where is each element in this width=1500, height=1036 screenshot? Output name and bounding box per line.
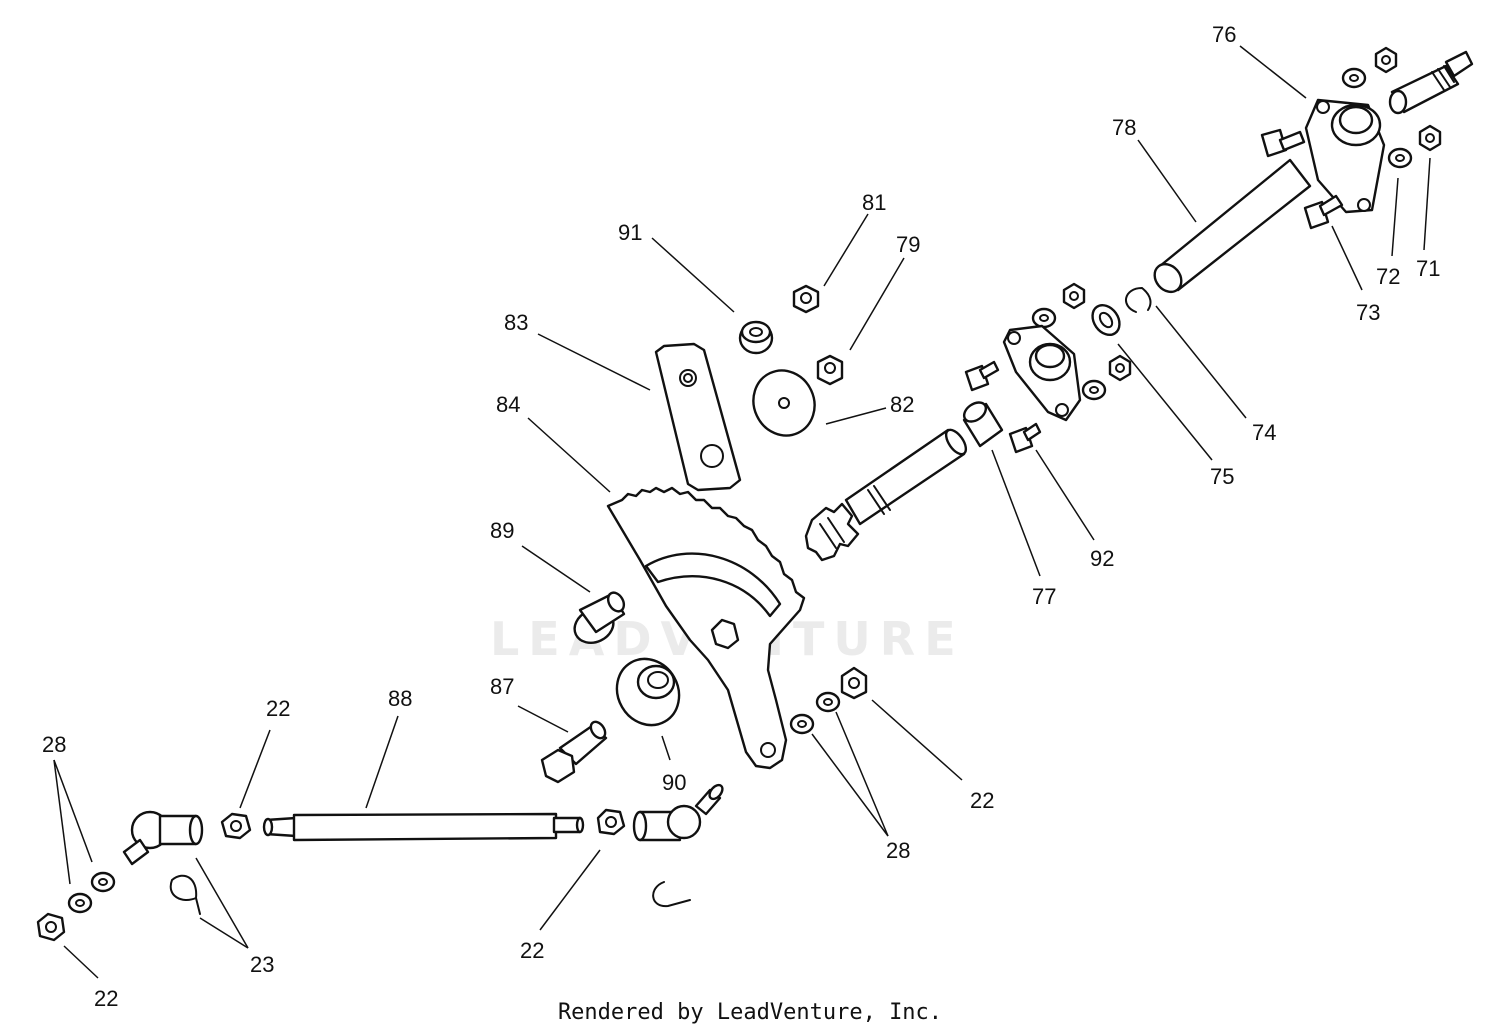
part-87-bolt xyxy=(540,720,608,784)
label-74: 74 xyxy=(1252,420,1276,445)
flange-nut-top xyxy=(1062,282,1086,310)
label-92: 92 xyxy=(1090,546,1114,571)
label-22-bottom-left: 22 xyxy=(94,986,118,1011)
right-clip-23 xyxy=(652,881,691,908)
part-71-nut xyxy=(1418,124,1442,152)
label-28-left: 28 xyxy=(42,732,66,757)
flange-washer-top xyxy=(1031,307,1057,329)
label-88: 88 xyxy=(388,686,412,711)
part-83-plate xyxy=(654,342,742,492)
label-84: 84 xyxy=(496,392,520,417)
part-88-rod xyxy=(262,812,585,842)
part-72-washer xyxy=(1387,147,1413,169)
part-74-clip xyxy=(1125,287,1152,313)
pinion-shaft xyxy=(804,428,968,562)
label-87: 87 xyxy=(490,674,514,699)
right-washer-28-a xyxy=(815,691,841,713)
label-89: 89 xyxy=(490,518,514,543)
label-79: 79 xyxy=(896,232,920,257)
label-76: 76 xyxy=(1212,22,1236,47)
label-90: 90 xyxy=(662,770,686,795)
middle-flange-bolt xyxy=(964,360,1000,392)
left-nut-22 xyxy=(36,912,66,942)
label-75: 75 xyxy=(1210,464,1234,489)
label-22-right: 22 xyxy=(970,788,994,813)
left-ball-joint xyxy=(122,810,204,866)
label-91: 91 xyxy=(618,220,642,245)
top-nut xyxy=(1374,46,1398,74)
label-73: 73 xyxy=(1356,300,1380,325)
part-76-flange-bearing xyxy=(1304,98,1386,214)
part-92-bolt xyxy=(1008,422,1042,454)
part-75-bushing xyxy=(1091,303,1121,337)
label-22-top-left: 22 xyxy=(266,696,290,721)
left-clip-23 xyxy=(169,874,201,915)
label-81: 81 xyxy=(862,190,886,215)
flange-washer-bottom xyxy=(1081,379,1107,401)
label-23: 23 xyxy=(250,952,274,977)
part-73-bolt xyxy=(1260,128,1306,158)
leader-lines xyxy=(53,45,1431,979)
part-73-bolt-lower xyxy=(1303,194,1344,230)
middle-flange-bearing xyxy=(1002,324,1082,422)
label-72: 72 xyxy=(1376,264,1400,289)
label-83: 83 xyxy=(504,310,528,335)
callout-labels: 76 78 81 91 79 83 82 84 72 71 73 74 75 9… xyxy=(42,22,1440,1011)
part-77-spacer xyxy=(962,401,1004,448)
left-washer-28-a xyxy=(90,871,116,893)
part-81-nut xyxy=(792,284,820,314)
label-77: 77 xyxy=(1032,584,1056,609)
top-washer xyxy=(1341,67,1367,89)
footer-credit: Rendered by LeadVenture, Inc. xyxy=(557,1000,943,1025)
right-rod-nut xyxy=(596,808,626,836)
shaft-end-top-right xyxy=(1388,50,1474,115)
left-washer-28-b xyxy=(67,892,93,914)
part-79-nut xyxy=(816,354,844,386)
right-ball-joint xyxy=(632,783,724,842)
right-nut-22 xyxy=(840,666,868,700)
part-91-spacer xyxy=(738,320,774,355)
label-22-bottom-middle: 22 xyxy=(520,938,544,963)
left-rod-nut xyxy=(220,812,252,840)
label-28-right: 28 xyxy=(886,838,910,863)
label-78: 78 xyxy=(1112,115,1136,140)
flange-nut-bottom xyxy=(1108,354,1132,382)
part-89-stud xyxy=(573,591,626,644)
label-82: 82 xyxy=(890,392,914,417)
part-78-tube xyxy=(1153,158,1312,294)
part-82-washer xyxy=(752,369,816,437)
part-84-sector-gear xyxy=(606,486,806,770)
right-washer-28-b xyxy=(789,713,815,735)
label-71: 71 xyxy=(1416,256,1440,281)
part-90-bushing xyxy=(615,657,681,727)
